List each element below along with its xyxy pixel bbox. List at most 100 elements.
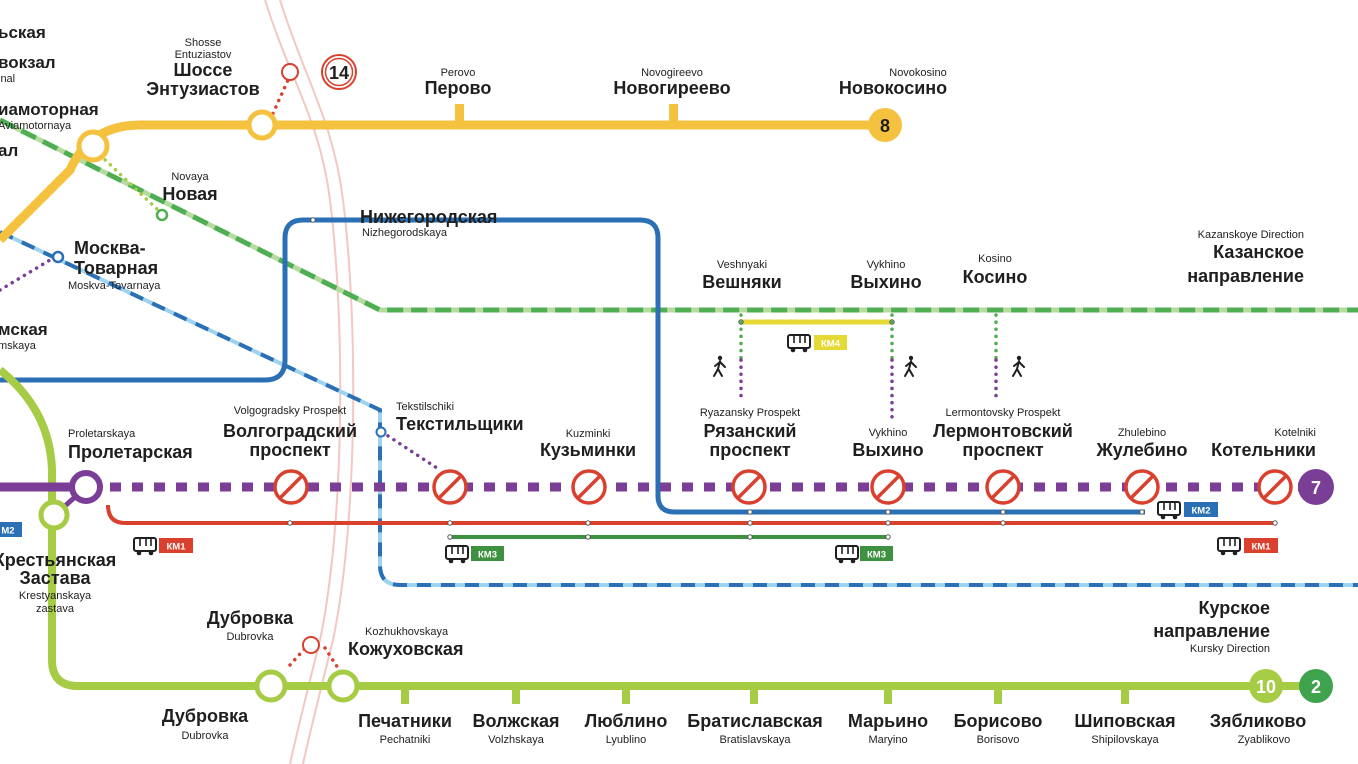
no-entry-icon bbox=[731, 469, 767, 505]
km4-label: КМ4 bbox=[821, 339, 841, 350]
station-label: Новая bbox=[162, 184, 217, 204]
station-label: Москва- bbox=[74, 238, 146, 258]
station-label: Новогиреево bbox=[613, 78, 730, 98]
station-label-en: Volzhskaya bbox=[488, 734, 545, 746]
station-label-en: Veshnyaki bbox=[717, 259, 767, 271]
station-label: Выхино bbox=[852, 440, 923, 460]
no-entry-icon bbox=[571, 469, 607, 505]
bus-badge-km1-left: КМ1 bbox=[133, 537, 193, 557]
station-label-en: mskaya bbox=[0, 340, 37, 352]
line14-badge: 14 bbox=[321, 54, 357, 90]
station-label: Дубровка bbox=[207, 608, 294, 628]
station-label: Братиславская bbox=[687, 711, 822, 731]
km1-label: КМ1 bbox=[1252, 542, 1272, 553]
bus-badge-km1-right: КМ1 bbox=[1217, 537, 1278, 557]
station-label-en: Borisovo bbox=[977, 734, 1020, 746]
station-label-en: Shipilovskaya bbox=[1091, 734, 1159, 746]
no-entry-icon bbox=[273, 469, 309, 505]
station-label: Борисово bbox=[954, 711, 1043, 731]
station-label: Зябликово bbox=[1210, 711, 1307, 731]
station-label: ал bbox=[0, 141, 18, 160]
station-label-en: Proletarskaya bbox=[68, 428, 136, 440]
no-entry-icon bbox=[1257, 469, 1293, 505]
pedestrian-icon bbox=[904, 354, 917, 377]
line8-tick-novogireevo bbox=[669, 104, 678, 122]
station-label-en: Shosse bbox=[185, 37, 222, 49]
station-label-en: Pechatniki bbox=[380, 734, 431, 746]
kursky-direction-track bbox=[0, 230, 1358, 587]
direction-label: направление bbox=[1153, 621, 1270, 641]
direction-label-en: Kursky Direction bbox=[1190, 643, 1270, 655]
station-label-en: inal bbox=[0, 73, 15, 85]
station-label-en: zastava bbox=[36, 603, 75, 615]
station-label-en: Vykhino bbox=[867, 259, 906, 271]
bus-icon bbox=[1157, 501, 1181, 521]
svg-text:8: 8 bbox=[880, 116, 890, 136]
station-label: Печатники bbox=[358, 711, 452, 731]
station-label: Застава bbox=[20, 568, 92, 588]
station-label: Марьино bbox=[848, 711, 928, 731]
station-label-en: Volgogradsky Prospekt bbox=[234, 405, 347, 417]
direction-label: Казанское bbox=[1213, 242, 1304, 262]
station-label: Рязанский bbox=[703, 421, 796, 441]
line8-badge: 8 bbox=[868, 108, 902, 142]
station-label: проспект bbox=[962, 440, 1044, 460]
station-label: вокзал bbox=[0, 53, 56, 72]
station-label: Новокосино bbox=[839, 78, 947, 98]
station-label: мская bbox=[0, 320, 48, 339]
station-label: Перово bbox=[425, 78, 492, 98]
station-label: проспект bbox=[709, 440, 791, 460]
station-label-en: Maryino bbox=[868, 734, 907, 746]
station-label: Нижегородская bbox=[360, 207, 497, 227]
station-label-en: Tekstilschiki bbox=[396, 401, 454, 413]
station-label-en: Lermontovsky Prospekt bbox=[946, 407, 1061, 419]
station-label-en: Zyablikovo bbox=[1238, 734, 1291, 746]
station-label-en: Kosino bbox=[978, 253, 1012, 265]
bus-badge-km4: КМ4 bbox=[787, 334, 847, 354]
station-label-en: Aviamotornaya bbox=[0, 120, 72, 132]
station-label: Крестьянская bbox=[0, 550, 116, 570]
station-label-en: Novaya bbox=[171, 171, 209, 183]
station-label: Волгоградский bbox=[223, 421, 357, 441]
kazansky-direction-track bbox=[0, 117, 1358, 313]
no-entry-icon bbox=[432, 469, 468, 505]
line10-ticks bbox=[401, 690, 1129, 704]
no-entry-icon bbox=[985, 469, 1021, 505]
station-label-en: Lyublino bbox=[606, 734, 647, 746]
bus-icon bbox=[835, 545, 859, 565]
station-label-en: Novogireevo bbox=[641, 67, 703, 79]
station-label: Кузьминки bbox=[540, 440, 636, 460]
station-label: Энтузиастов bbox=[146, 79, 259, 99]
station-label: Шоссе bbox=[174, 60, 233, 80]
km1-route bbox=[106, 504, 1275, 525]
station-label-en: Novokosino bbox=[889, 67, 946, 79]
station-label-en: Ryazansky Prospekt bbox=[700, 407, 800, 419]
km2-label: КМ2 bbox=[1192, 506, 1211, 517]
no-entry-icon bbox=[1124, 469, 1160, 505]
station-label-en: Nizhegorodskaya bbox=[362, 227, 448, 239]
station-label: Люблино bbox=[585, 711, 668, 731]
station-label: Лермонтовский bbox=[933, 421, 1073, 441]
station-label: Пролетарская bbox=[68, 442, 193, 462]
station-label-en: Dubrovka bbox=[181, 730, 229, 742]
km3-label: КМ3 bbox=[867, 550, 886, 561]
km3-label: КМ3 bbox=[478, 550, 497, 561]
station-label-en: Kotelniki bbox=[1274, 427, 1316, 439]
walking-transfer-links bbox=[0, 78, 998, 670]
station-label-en: Vykhino bbox=[869, 427, 908, 439]
station-label-en: Bratislavskaya bbox=[720, 734, 792, 746]
station-label-en: Entuziastov bbox=[175, 49, 232, 61]
station-label: Дубровка bbox=[162, 706, 249, 726]
station-label: Вешняки bbox=[702, 272, 781, 292]
station-label: Товарная bbox=[74, 258, 158, 278]
station-label: Шиповская bbox=[1074, 711, 1175, 731]
line10-track bbox=[0, 366, 1300, 690]
line14-mcc-track bbox=[264, 0, 355, 764]
km1-label: КМ1 bbox=[167, 542, 187, 553]
station-label-en: Perovo bbox=[441, 67, 476, 79]
svg-text:14: 14 bbox=[329, 63, 349, 83]
station-label: проспект bbox=[249, 440, 331, 460]
no-entry-icon bbox=[870, 469, 906, 505]
station-label-en: Krestyanskaya bbox=[19, 590, 92, 602]
